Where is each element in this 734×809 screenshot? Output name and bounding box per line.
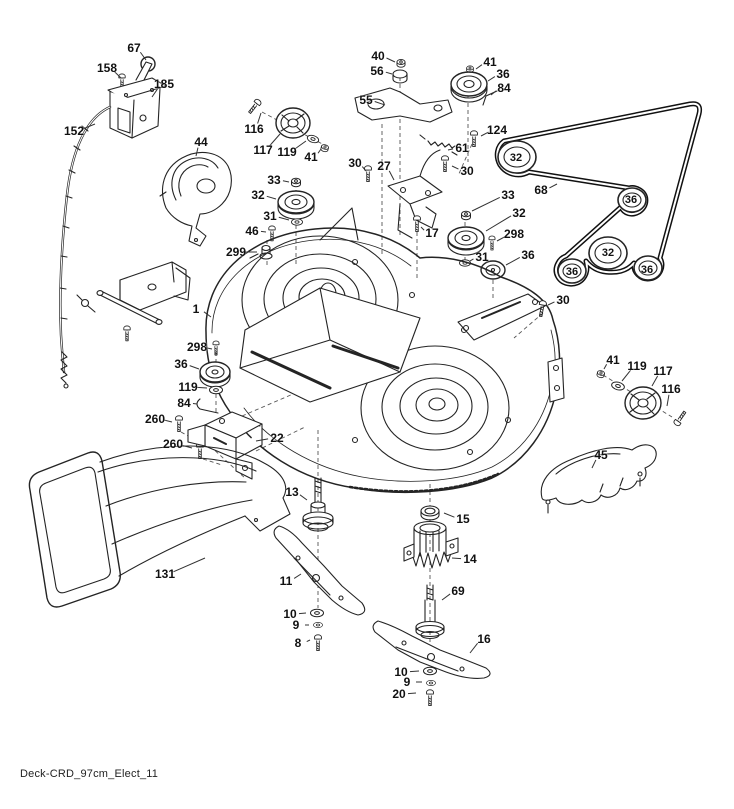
part-callout-1: 1 (192, 302, 200, 316)
part-callout-16: 16 (477, 632, 491, 646)
part-callout-31: 31 (475, 250, 489, 264)
part-callout-33: 33 (267, 173, 281, 187)
part-callout-10: 10 (283, 607, 297, 621)
spindle-pulley-left (249, 177, 315, 260)
cable-bracket-group (107, 56, 167, 139)
part-callout-117: 117 (253, 143, 273, 157)
part-callout-8: 8 (294, 636, 302, 650)
part-callout-44: 44 (194, 135, 208, 149)
part-callout-119: 119 (178, 380, 198, 394)
part-callout-152: 152 (63, 124, 85, 138)
part-callout-55: 55 (359, 93, 373, 107)
part-callout-31: 31 (263, 209, 277, 223)
part-callout-40: 40 (371, 49, 385, 63)
mandrel-cover (159, 151, 232, 247)
gauge-wheel-left (246, 97, 330, 153)
spindle-shaft-13 (302, 477, 334, 532)
part-callout-298: 298 (503, 227, 525, 241)
mandrel-assembly (403, 505, 459, 640)
spindle-pulley-right (447, 210, 506, 280)
hanger-bracket-group (76, 261, 191, 342)
part-callout-30: 30 (556, 293, 570, 307)
part-callout-36: 36 (565, 266, 579, 278)
part-callout-185: 185 (153, 77, 175, 91)
idler-bracket-group (354, 58, 498, 239)
part-callout-45: 45 (594, 448, 608, 462)
part-callout-33: 33 (501, 188, 515, 202)
callout-leader-lines (82, 51, 670, 695)
discharge-chute (28, 445, 291, 608)
part-callout-41: 41 (606, 353, 620, 367)
part-callout-9: 9 (292, 618, 300, 632)
part-callout-36: 36 (521, 248, 535, 262)
part-callout-30: 30 (460, 164, 474, 178)
part-callout-20: 20 (392, 687, 406, 701)
part-callout-36: 36 (174, 357, 188, 371)
part-callout-260: 260 (144, 412, 166, 426)
part-callout-15: 15 (456, 512, 470, 526)
part-callout-46: 46 (245, 224, 259, 238)
part-callout-298: 298 (186, 340, 208, 354)
blade-left (273, 525, 366, 652)
part-callout-119: 119 (627, 359, 647, 373)
belt-pulleys (497, 140, 663, 284)
part-callout-124: 124 (486, 123, 508, 137)
part-callout-117: 117 (653, 364, 673, 378)
part-callout-32: 32 (601, 247, 615, 259)
part-callout-299: 299 (225, 245, 247, 259)
part-callout-84: 84 (177, 396, 191, 410)
part-callout-69: 69 (451, 584, 465, 598)
part-callout-56: 56 (370, 64, 384, 78)
belt-cover (540, 444, 657, 514)
part-callout-119: 119 (277, 145, 297, 159)
part-callout-116: 116 (661, 382, 681, 396)
blade-right (372, 620, 491, 707)
part-callout-13: 13 (285, 485, 299, 499)
part-callout-61: 61 (455, 141, 469, 155)
part-callout-32: 32 (251, 188, 265, 202)
part-callout-131: 131 (154, 567, 176, 581)
part-callout-116: 116 (244, 122, 264, 136)
part-callout-9: 9 (403, 675, 411, 689)
part-callout-32: 32 (512, 206, 526, 220)
part-callout-11: 11 (279, 574, 293, 588)
part-callout-260: 260 (162, 437, 184, 451)
gauge-wheel-right (596, 369, 689, 428)
part-callout-41: 41 (304, 150, 318, 164)
part-callout-10: 10 (394, 665, 408, 679)
part-callout-30: 30 (348, 156, 362, 170)
part-callout-22: 22 (270, 431, 284, 445)
part-callout-14: 14 (463, 552, 477, 566)
part-callout-32: 32 (509, 152, 523, 164)
part-callout-36: 36 (624, 194, 638, 206)
figure-footer: Deck-CRD_97cm_Elect_11 (20, 768, 159, 780)
part-callout-36: 36 (496, 67, 510, 81)
deck-shell (205, 207, 565, 494)
part-callout-158: 158 (96, 61, 118, 75)
part-callout-17: 17 (425, 226, 439, 240)
part-callout-27: 27 (377, 159, 391, 173)
part-callout-68: 68 (534, 183, 548, 197)
clutch-cable (59, 105, 112, 389)
part-callout-84: 84 (497, 81, 511, 95)
part-callout-41: 41 (483, 55, 497, 69)
part-callout-36: 36 (640, 264, 654, 276)
part-callout-67: 67 (127, 41, 141, 55)
